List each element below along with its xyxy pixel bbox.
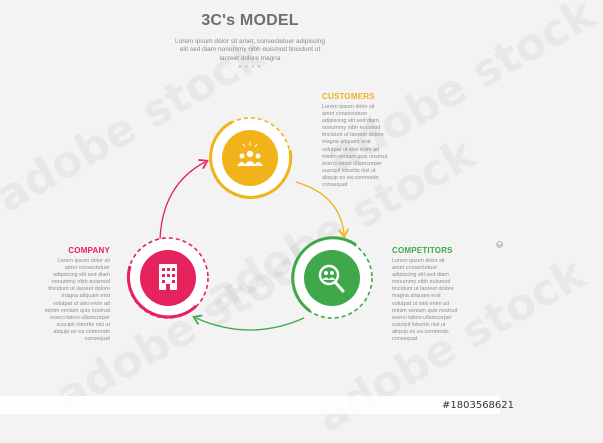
company-label: COMPANY [68,246,110,255]
competitors-label: COMPETITORS [392,246,453,255]
customers-node [209,117,293,199]
company-node [126,237,209,319]
search-people-icon [318,264,345,293]
page-title: 3C's MODEL [201,12,299,29]
dots-divider: • • • • [238,64,262,71]
company-description: Lorem ipsum dolor sit amet consectetuer … [44,258,110,343]
competitors-node [291,236,373,319]
arrow-company-to-customers [159,162,205,241]
building-icon [159,264,177,290]
arrow-customers-to-competitors [295,181,344,234]
people-group-icon [237,142,263,166]
competitors-description: Lorem ipsum dolor sit amet consectetuer … [392,258,458,343]
stock-id: #1803568621 [442,400,515,411]
credit-text: © [496,240,506,249]
arrow-competitors-to-company [196,318,305,331]
page-subtitle: Lorem ipsum dolor sit amet, consectetuer… [175,38,325,62]
customers-description: Lorem ipsum dolor sit amet consectetuer … [322,104,388,189]
stock-bar [0,396,500,414]
customers-label: CUSTOMERS [322,92,375,101]
cycle-diagram [126,117,373,331]
